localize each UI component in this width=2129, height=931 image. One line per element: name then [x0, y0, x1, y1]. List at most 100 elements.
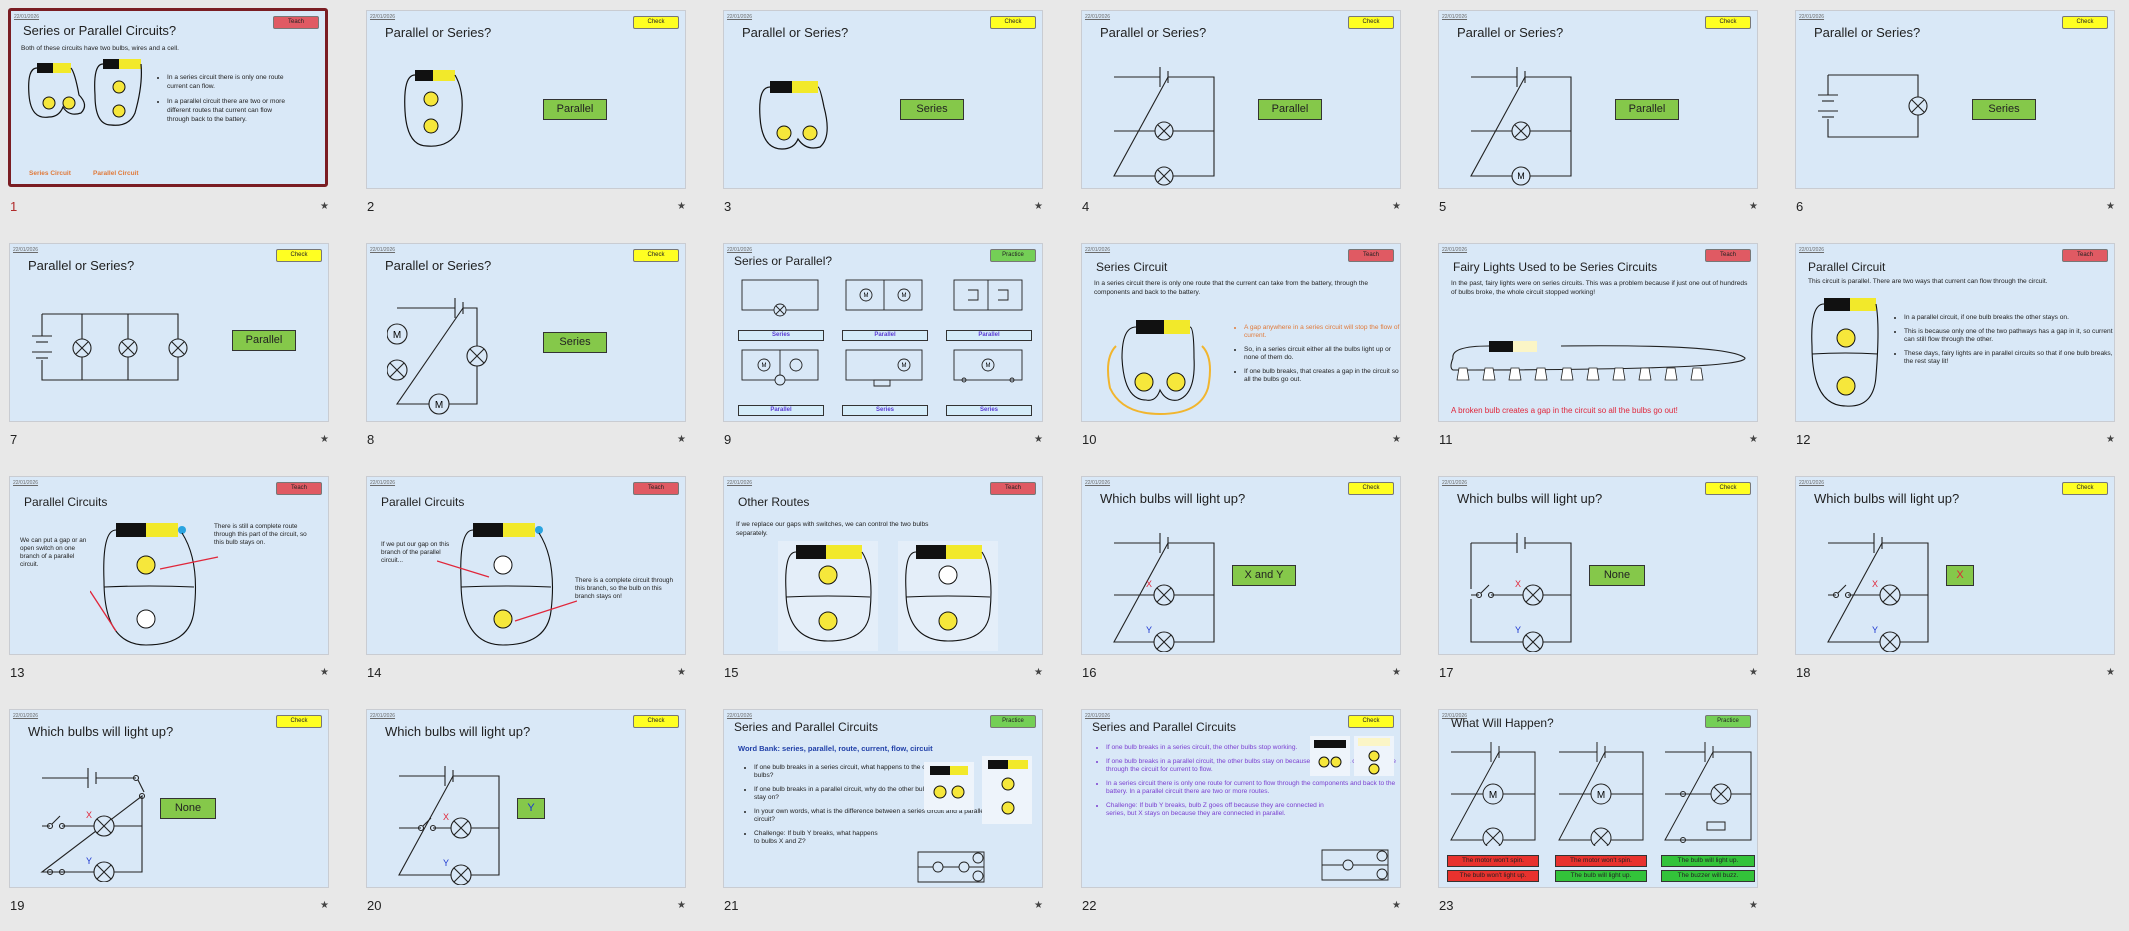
- circuit-diagram: X Y: [398, 766, 500, 885]
- star-icon[interactable]: ★: [677, 201, 686, 212]
- slide-number: 9: [724, 432, 732, 447]
- switch-circuits-illustration: [778, 541, 998, 651]
- slide-thumbnail-15[interactable]: 22/01/2026 Teach Other Routes If we repl…: [723, 476, 1043, 655]
- slide-number: 13: [10, 665, 25, 680]
- star-icon[interactable]: ★: [1749, 201, 1758, 212]
- star-icon[interactable]: ★: [1034, 667, 1043, 678]
- star-icon[interactable]: ★: [1392, 201, 1401, 212]
- star-icon[interactable]: ★: [2106, 434, 2115, 445]
- circuit-label: Series: [842, 405, 928, 416]
- star-icon[interactable]: ★: [320, 201, 329, 212]
- star-icon[interactable]: ★: [2106, 667, 2115, 678]
- result-box: The buzzer will buzz.: [1661, 870, 1755, 882]
- bullet: In a series circuit there is only one ro…: [167, 73, 287, 91]
- slide-number: 8: [367, 432, 375, 447]
- slide-date: 22/01/2026: [1442, 713, 1468, 719]
- star-icon[interactable]: ★: [1749, 667, 1758, 678]
- slide-date: 22/01/2026: [727, 14, 753, 20]
- slide-date: 22/01/2026: [727, 247, 753, 253]
- circuit-diagram: [32, 313, 188, 381]
- star-icon[interactable]: ★: [2106, 201, 2115, 212]
- what-will-happen-circuits: M M: [1450, 742, 1752, 846]
- series-circuit-illustration: [1107, 320, 1211, 416]
- slide-thumbnail-23[interactable]: 22/01/2026 Practice What Will Happen? M …: [1438, 709, 1758, 888]
- slide-title: Which bulbs will light up?: [1814, 491, 1960, 506]
- slide-title: Parallel or Series?: [742, 25, 849, 40]
- slide-thumbnail-20[interactable]: 22/01/2026 Check Which bulbs will light …: [366, 709, 686, 888]
- bullet: These days, fairy lights are in parallel…: [1904, 350, 2114, 366]
- slide-title: Parallel Circuit: [1808, 260, 1886, 274]
- star-icon[interactable]: ★: [1034, 434, 1043, 445]
- svg-text:Y: Y: [1515, 625, 1521, 635]
- answer: If one bulb breaks in a parallel circuit…: [1106, 758, 1400, 774]
- slide-number: 18: [1796, 665, 1811, 680]
- slide-thumbnail-13[interactable]: 22/01/2026 Teach Parallel Circuits We ca…: [9, 476, 329, 655]
- star-icon[interactable]: ★: [1749, 434, 1758, 445]
- slide-date: 22/01/2026: [1085, 480, 1111, 486]
- slide-thumbnail-2[interactable]: 22/01/2026 Check Parallel or Series? Par…: [366, 10, 686, 189]
- slide-thumbnail-19[interactable]: 22/01/2026 Check Which bulbs will light …: [9, 709, 329, 888]
- slide-thumbnail-7[interactable]: 22/01/2026 Check Parallel or Series? Par…: [9, 243, 329, 422]
- star-icon[interactable]: ★: [677, 667, 686, 678]
- slide-thumbnail-1[interactable]: 22/01/2026 Teach Series or Parallel Circ…: [8, 8, 328, 187]
- slide-title: Which bulbs will light up?: [385, 724, 531, 739]
- slide-thumbnail-18[interactable]: 22/01/2026 Check Which bulbs will light …: [1795, 476, 2115, 655]
- parallel-circuit-illustration: [1811, 298, 1879, 407]
- star-icon[interactable]: ★: [677, 434, 686, 445]
- slide-tag: Practice: [990, 249, 1036, 262]
- slide-thumbnail-3[interactable]: 22/01/2026 Check Parallel or Series? Ser…: [723, 10, 1043, 189]
- svg-text:M: M: [393, 330, 401, 341]
- slide-tag: Teach: [1705, 249, 1751, 262]
- circuit-diagram: [759, 81, 828, 150]
- answer-box: Parallel: [1615, 99, 1679, 120]
- circuit-diagram: M M: [387, 298, 488, 415]
- slide-thumbnail-5[interactable]: 22/01/2026 Check Parallel or Series? M P…: [1438, 10, 1758, 189]
- answer-box: None: [1589, 565, 1645, 586]
- slide-intro: If we replace our gaps with switches, we…: [736, 521, 929, 537]
- svg-text:M: M: [1489, 790, 1497, 801]
- slide-thumbnail-4[interactable]: 22/01/2026 Check Parallel or Series? Par…: [1081, 10, 1401, 189]
- star-icon[interactable]: ★: [1749, 900, 1758, 911]
- parallel-circuit-gap-illustration: [437, 523, 577, 646]
- slide-thumbnail-6[interactable]: 22/01/2026 Check Parallel or Series? Ser…: [1795, 10, 2115, 189]
- slide-title: Parallel or Series?: [385, 25, 492, 40]
- circuit-diagram: X Y: [1113, 533, 1215, 652]
- svg-text:M: M: [902, 293, 907, 299]
- svg-text:M: M: [762, 363, 767, 369]
- svg-text:Y: Y: [86, 856, 92, 866]
- parallel-circuit-label: Parallel Circuit: [93, 170, 139, 177]
- answer-box: None: [160, 798, 216, 819]
- slide-thumbnail-9[interactable]: 22/01/2026 Practice Series or Parallel? …: [723, 243, 1043, 422]
- slide-title: Series or Parallel Circuits?: [23, 23, 177, 38]
- slide-tag: Check: [633, 715, 679, 728]
- circuit-diagram: X Y: [1470, 533, 1572, 652]
- slide-thumbnail-22[interactable]: 22/01/2026 Check Series and Parallel Cir…: [1081, 709, 1401, 888]
- slide-thumbnail-8[interactable]: 22/01/2026 Check Parallel or Series? M M…: [366, 243, 686, 422]
- star-icon[interactable]: ★: [1034, 201, 1043, 212]
- svg-text:M: M: [902, 363, 907, 369]
- star-icon[interactable]: ★: [320, 900, 329, 911]
- slide-thumbnail-21[interactable]: 22/01/2026 Practice Series and Parallel …: [723, 709, 1043, 888]
- slide-thumbnail-16[interactable]: 22/01/2026 Check Which bulbs will light …: [1081, 476, 1401, 655]
- slide-number: 10: [1082, 432, 1097, 447]
- slide-tag: Practice: [990, 715, 1036, 728]
- slide-thumbnail-14[interactable]: 22/01/2026 Teach Parallel Circuits If we…: [366, 476, 686, 655]
- slide-number: 20: [367, 898, 382, 913]
- slide-tag: Teach: [276, 482, 322, 495]
- slide-thumbnail-11[interactable]: 22/01/2026 Teach Fairy Lights Used to be…: [1438, 243, 1758, 422]
- challenge-circuit-diagram: [917, 851, 985, 883]
- fairy-lights-illustration: [1450, 341, 1746, 381]
- star-icon[interactable]: ★: [320, 667, 329, 678]
- slide-thumbnail-12[interactable]: 22/01/2026 Teach Parallel Circuit This c…: [1795, 243, 2115, 422]
- slide-thumbnail-17[interactable]: 22/01/2026 Check Which bulbs will light …: [1438, 476, 1758, 655]
- slide-number: 21: [724, 898, 739, 913]
- star-icon[interactable]: ★: [320, 434, 329, 445]
- slide-title: Series and Parallel Circuits: [1092, 720, 1237, 734]
- star-icon[interactable]: ★: [1392, 900, 1401, 911]
- star-icon[interactable]: ★: [677, 900, 686, 911]
- star-icon[interactable]: ★: [1034, 900, 1043, 911]
- star-icon[interactable]: ★: [1392, 667, 1401, 678]
- slide-title: Series Circuit: [1096, 260, 1168, 274]
- star-icon[interactable]: ★: [1392, 434, 1401, 445]
- slide-thumbnail-10[interactable]: 22/01/2026 Teach Series Circuit In a ser…: [1081, 243, 1401, 422]
